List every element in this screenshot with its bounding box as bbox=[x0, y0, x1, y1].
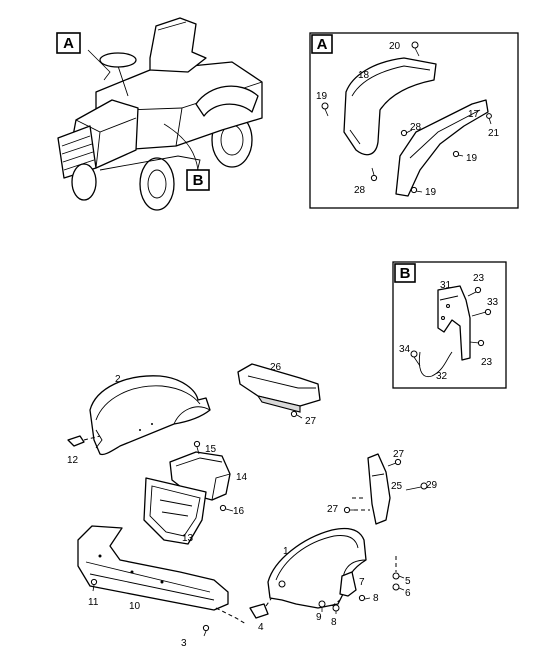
callout-13: 13 bbox=[182, 533, 194, 544]
part-5-6-nut-washer bbox=[392, 556, 405, 591]
part-12-clip bbox=[67, 435, 101, 447]
tractor-overview bbox=[57, 17, 263, 211]
detail-tag-a: A bbox=[56, 32, 81, 54]
detail-tag-label: B bbox=[400, 265, 411, 282]
callout-23: 23 bbox=[473, 273, 485, 284]
callout-14: 14 bbox=[236, 472, 248, 483]
callout-19: 19 bbox=[425, 187, 437, 198]
callout-21: 21 bbox=[488, 128, 500, 139]
callout-8: 8 bbox=[331, 617, 337, 628]
callout-4: 4 bbox=[258, 622, 264, 633]
detail-tag-label: A bbox=[63, 35, 74, 52]
callout-19: 19 bbox=[466, 153, 478, 164]
callout-8: 8 bbox=[373, 593, 379, 604]
callout-3: 3 bbox=[181, 638, 187, 649]
callout-1: 1 bbox=[283, 546, 289, 557]
callout-16: 16 bbox=[233, 506, 245, 517]
part-10-bumper bbox=[77, 525, 247, 637]
callout-27: 27 bbox=[327, 504, 339, 515]
callout-28: 28 bbox=[354, 185, 366, 196]
callout-27: 27 bbox=[305, 416, 317, 427]
callout-7: 7 bbox=[359, 577, 365, 588]
part-7-bracket bbox=[339, 571, 371, 602]
callout-18: 18 bbox=[358, 70, 370, 81]
detail-a-panel: A bbox=[309, 32, 519, 209]
part-26-tray bbox=[237, 363, 321, 419]
callout-26: 26 bbox=[270, 362, 282, 373]
detail-tag-label: A bbox=[317, 36, 328, 53]
detail-tag-b: B bbox=[186, 169, 210, 191]
callout-28: 28 bbox=[410, 122, 422, 133]
callout-9: 9 bbox=[316, 612, 322, 623]
callout-6: 6 bbox=[405, 588, 411, 599]
callout-33: 33 bbox=[487, 297, 499, 308]
detail-tag-label: B bbox=[193, 172, 204, 189]
part-2-front-fender bbox=[89, 375, 211, 456]
part-1-fender bbox=[267, 527, 367, 609]
callout-20: 20 bbox=[389, 41, 401, 52]
callout-15: 15 bbox=[205, 444, 217, 455]
callout-5: 5 bbox=[405, 576, 411, 587]
callout-32: 32 bbox=[436, 371, 448, 382]
detail-b-panel: B bbox=[392, 261, 507, 389]
callout-25: 25 bbox=[391, 481, 403, 492]
callout-23: 23 bbox=[481, 357, 493, 368]
part-9-8-hardware bbox=[318, 600, 340, 614]
callout-27: 27 bbox=[393, 449, 405, 460]
callout-2: 2 bbox=[115, 374, 121, 385]
callout-17: 17 bbox=[468, 109, 480, 120]
callout-19: 19 bbox=[316, 91, 328, 102]
callout-11: 11 bbox=[88, 597, 99, 608]
part-25-column bbox=[343, 453, 428, 525]
callout-34: 34 bbox=[399, 344, 411, 355]
part-4-bracket bbox=[249, 585, 281, 619]
part-13-grille bbox=[143, 477, 207, 545]
callout-10: 10 bbox=[129, 601, 141, 612]
callout-31: 31 bbox=[440, 280, 452, 291]
callout-29: 29 bbox=[426, 480, 438, 491]
callout-12: 12 bbox=[67, 455, 79, 466]
